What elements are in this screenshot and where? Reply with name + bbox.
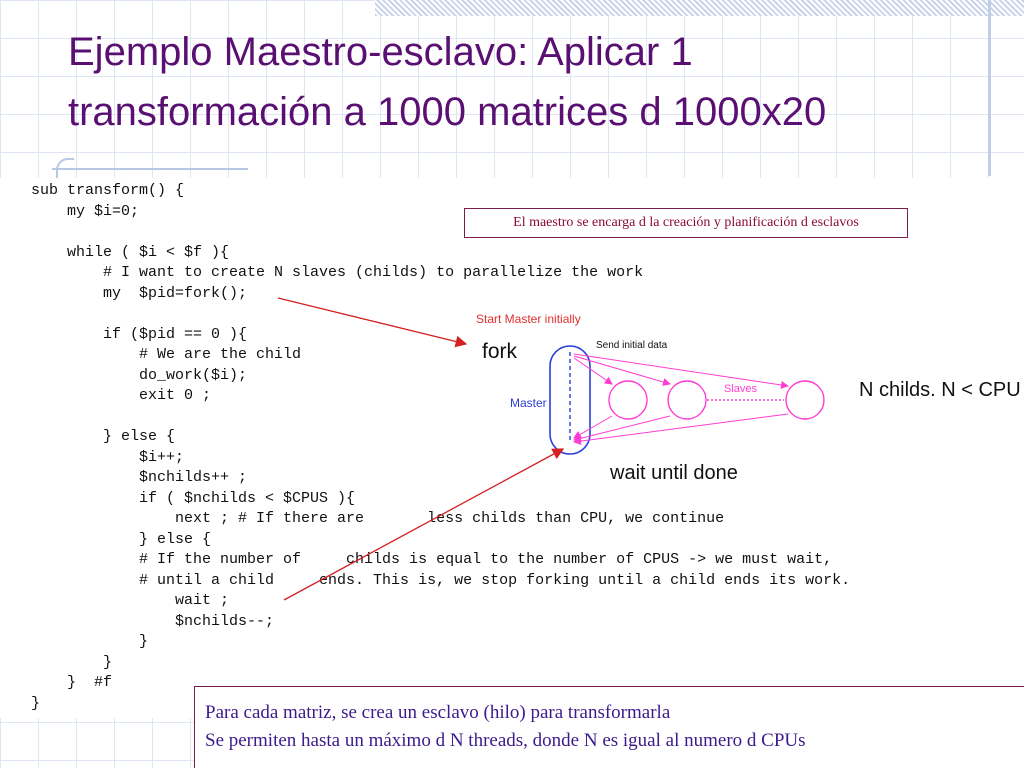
code-panel: [0, 178, 1024, 718]
slave-node-1: [608, 380, 648, 420]
code-line: exit 0 ;: [31, 387, 212, 404]
code-line: } else {: [31, 428, 176, 445]
code-line: my $pid=fork();: [31, 284, 248, 302]
summary-note-box: Para cada matriz, se crea un esclavo (hi…: [194, 686, 1024, 768]
code-line: }: [31, 633, 149, 650]
master-slave-diagram: Start Master initially fork Send initial…: [476, 312, 1021, 484]
slaves-label: Slaves: [724, 383, 758, 395]
slave-node-3: [785, 380, 825, 420]
return-arrows: [573, 413, 789, 446]
code-line: }: [31, 653, 113, 671]
code-line: } else {: [31, 530, 212, 548]
summary-note-line-1: Para cada matriz, se crea un esclavo (hi…: [205, 702, 671, 723]
slide-title-line-2: transformación a 1000 matrices d 1000x20: [68, 90, 827, 134]
decorative-underline: [52, 168, 248, 170]
code-line: # If the number of childs is equal to th…: [31, 551, 833, 568]
fork-label: fork: [482, 340, 518, 363]
code-line: }: [31, 694, 41, 712]
start-master-label: Start Master initially: [476, 312, 581, 326]
summary-note-line-2: Se permiten hasta un máximo d N threads,…: [205, 730, 806, 751]
code-line: # I want to create N slaves (childs) to …: [31, 264, 644, 281]
code-line: if ($pid == 0 ){: [31, 325, 248, 343]
top-decorative-band: [375, 0, 1024, 16]
code-line: wait ;: [31, 592, 230, 609]
wait-until-done-label: wait until done: [609, 462, 738, 484]
code-line: while ( $i < $f ){: [31, 243, 230, 261]
slide-title: Ejemplo Maestro-esclavo: Aplicar 1 trans…: [68, 22, 968, 142]
slide-title-line-1: Ejemplo Maestro-esclavo: Aplicar 1: [68, 30, 693, 74]
n-childs-label: N childs. N < CPU: [859, 379, 1021, 401]
code-line: my $i=0;: [31, 202, 140, 220]
slave-node-2: [667, 380, 707, 420]
code-line: do_work($i);: [31, 366, 248, 384]
code-line: } #f: [31, 674, 113, 691]
code-line: # We are the child: [31, 346, 302, 363]
master-note-box: El maestro se encarga d la creación y pl…: [464, 208, 908, 238]
code-line: $nchilds--;: [31, 612, 275, 630]
right-decorative-bar: [988, 0, 991, 176]
master-note-text: El maestro se encarga d la creación y pl…: [513, 215, 859, 230]
code-line: sub transform() {: [31, 182, 185, 199]
code-line: # until a child ends. This is, we stop f…: [31, 571, 851, 589]
master-node: [549, 345, 591, 455]
send-initial-data-label: Send initial data: [596, 340, 668, 351]
code-line: $nchilds++ ;: [31, 469, 248, 486]
send-arrows: [573, 353, 789, 389]
code-line: next ; # If there are less childs than C…: [31, 510, 725, 527]
code-line: $i++;: [31, 448, 185, 466]
master-label: Master: [510, 396, 547, 410]
